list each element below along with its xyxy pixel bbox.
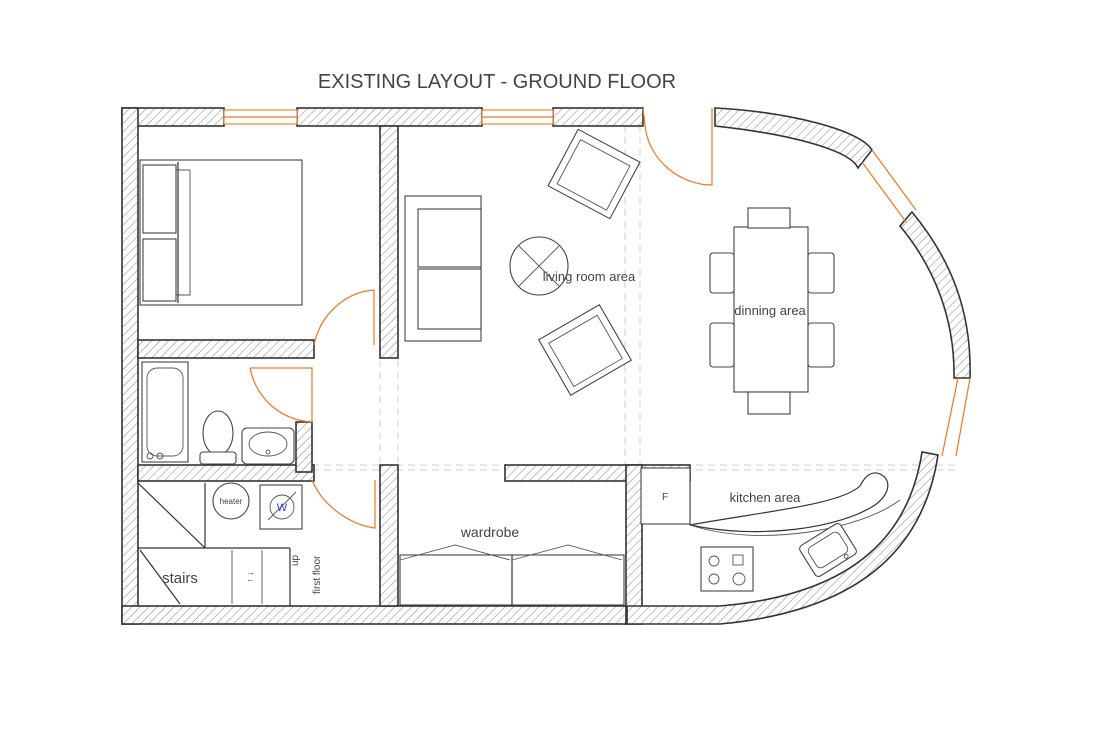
heater: heater: [212, 482, 250, 520]
front-door: [642, 107, 713, 186]
toilet: [199, 410, 237, 465]
fridge: F: [640, 467, 691, 525]
wall-wardrobe-right: [625, 464, 643, 625]
bed: [139, 159, 303, 306]
plan-title: EXISTING LAYOUT - GROUND FLOOR: [318, 71, 676, 93]
sink: [241, 427, 295, 465]
dining-table: [709, 207, 835, 415]
svg-text:↑ ↓: ↑ ↓: [245, 571, 255, 583]
armchair-top: [547, 128, 641, 220]
wall-bottom: [121, 605, 628, 625]
wall-bathroom-bottom: [137, 464, 315, 482]
sofa: [404, 195, 482, 342]
kitchen-area-label: kitchen area: [730, 490, 802, 505]
living-room-label: living room area: [543, 269, 636, 284]
kitchen-counter: [689, 472, 901, 536]
wall-curve-c: [626, 451, 939, 625]
stair-up-destination: first floor: [312, 555, 323, 594]
wall-curve-a: [714, 107, 873, 170]
stairs: stairs ↑ ↓ up first floor: [137, 482, 323, 605]
stairs-label: stairs: [162, 570, 198, 587]
wall-bedroom-living: [379, 125, 399, 359]
wall-bathroom-right: [295, 421, 313, 473]
stair-up-label: up: [290, 554, 301, 566]
washer-label: W: [277, 502, 288, 514]
coffee-table: [509, 236, 569, 296]
wardrobe-label: wardrobe: [460, 524, 520, 540]
wall-left: [121, 107, 139, 625]
bathroom-door: [249, 367, 313, 423]
bathtub: [141, 361, 189, 463]
wall-top-right: [552, 107, 644, 127]
heater-label: heater: [220, 497, 243, 506]
wardrobe: wardrobe: [399, 524, 625, 606]
fridge-label: F: [662, 492, 668, 503]
dining-area-label: dinning area: [734, 303, 806, 318]
hall-door: [311, 479, 376, 529]
windows: [223, 109, 971, 457]
kitchen-sink: [799, 522, 857, 578]
doors: [249, 107, 713, 529]
washing-machine: W: [259, 484, 303, 530]
walls: [121, 107, 971, 625]
wall-bedroom-bottom: [137, 339, 315, 359]
bedroom-door: [313, 289, 375, 346]
wall-wardrobe-left: [379, 464, 399, 607]
wall-top-mid: [296, 107, 483, 127]
armchair-bottom: [537, 304, 633, 396]
wall-curve-b: [898, 210, 971, 379]
cooktop: [700, 546, 754, 592]
